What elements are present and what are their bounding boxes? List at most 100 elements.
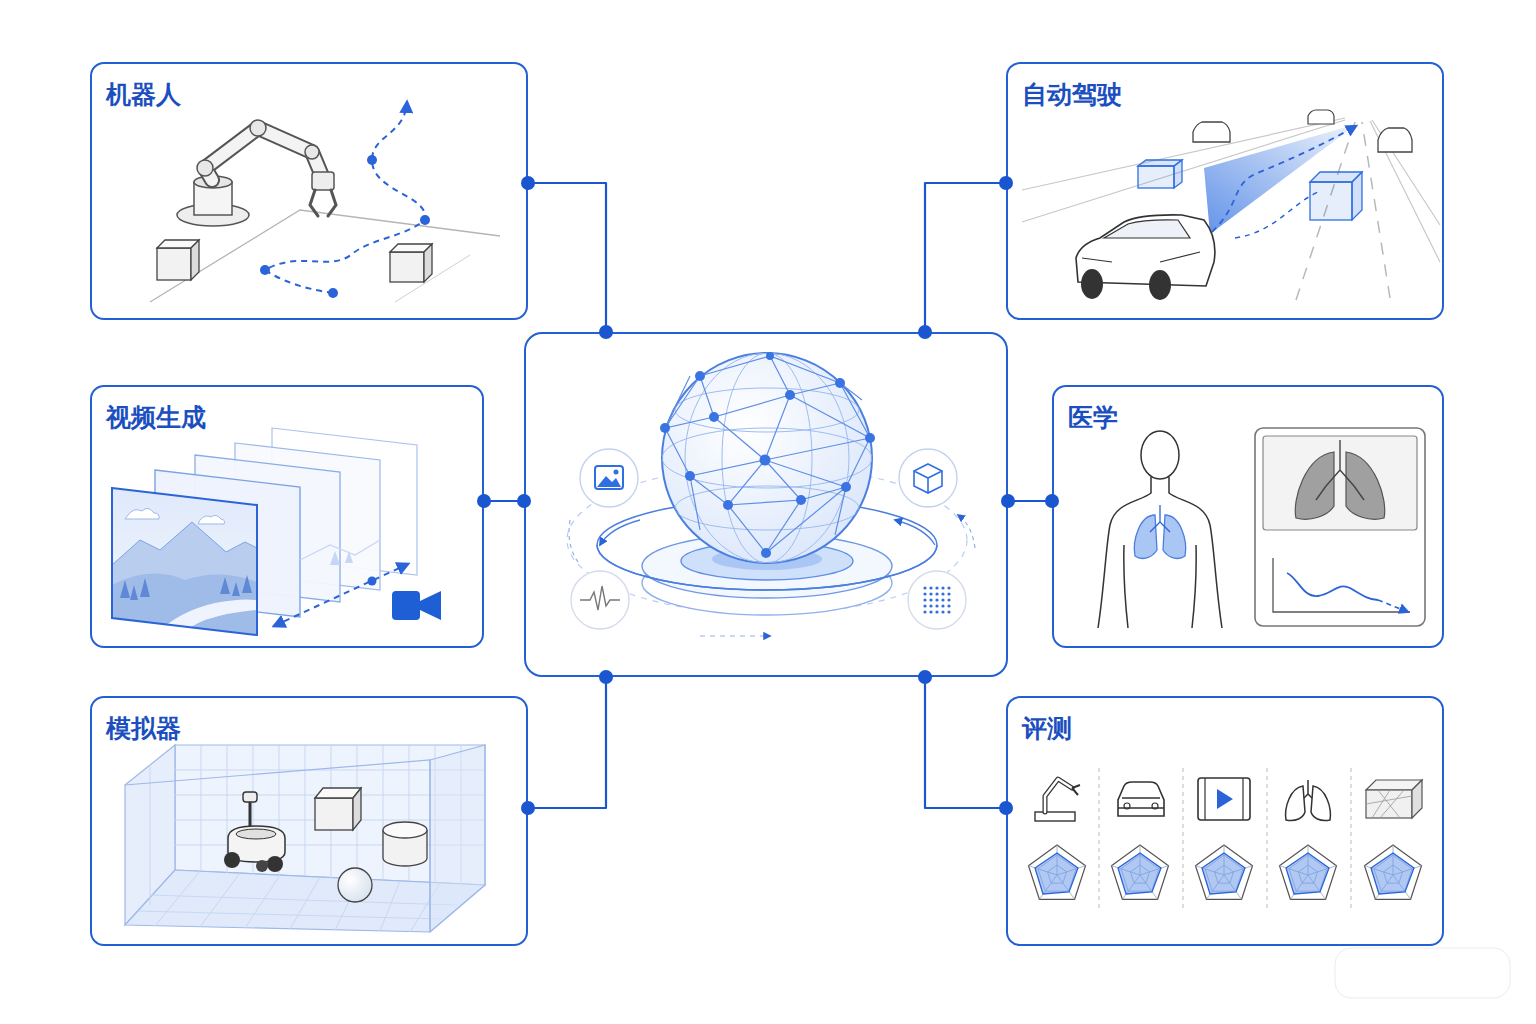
robot-illustration (390, 252, 424, 282)
world-model-illustration (929, 592, 932, 595)
simulator-illustration (138, 765, 455, 932)
robot-illustration (191, 240, 199, 280)
world-model-illustration (600, 520, 640, 545)
world-model-illustration (766, 352, 774, 360)
evaluation-illustration (1366, 790, 1412, 818)
simulator-illustration (228, 826, 285, 862)
evaluation-illustration (1365, 845, 1422, 899)
panel-box: 自动驾驶 (1006, 62, 1444, 320)
video-frames-illustration (112, 522, 257, 640)
video-frames-illustration (368, 577, 377, 586)
medical-illustration (1163, 515, 1186, 558)
world-model-illustration (941, 586, 944, 589)
simulator-illustration (256, 860, 268, 872)
driving-illustration (1138, 160, 1182, 166)
simulator-illustration (236, 829, 276, 839)
connector-dot (1045, 494, 1059, 508)
evaluation-illustration (1118, 798, 1164, 808)
world-model-illustration (914, 464, 942, 493)
video-frames-illustration (125, 508, 225, 524)
world-model-illustration (760, 455, 771, 466)
world-model-illustration (935, 604, 938, 607)
connector-line (1008, 500, 1052, 502)
world-model-illustration (923, 598, 926, 601)
video-frames-illustration (420, 591, 441, 620)
evaluation-illustration (1366, 780, 1422, 790)
world-model-illustration (835, 378, 845, 388)
simulator-illustration (353, 788, 361, 830)
world-model-illustration (660, 423, 670, 433)
panel-box (524, 332, 1008, 677)
world-model-illustration (580, 449, 638, 507)
simulator-illustration (383, 822, 427, 838)
simulator-illustration (315, 798, 353, 830)
driving-illustration (1352, 172, 1362, 220)
world-model-illustration (665, 356, 870, 553)
connector-dot (1001, 494, 1015, 508)
world-model-illustration (597, 500, 937, 590)
evaluation-illustration (1280, 845, 1337, 899)
medical-illustration (1346, 452, 1385, 519)
world-model-illustration (712, 548, 822, 570)
medical-illustration (1295, 452, 1334, 519)
world-model-illustration (722, 353, 812, 563)
simulator-illustration (125, 870, 485, 932)
video-frames-illustration (110, 428, 441, 640)
robot-illustration (150, 210, 500, 302)
driving-illustration (1149, 270, 1171, 300)
video-frames-illustration (272, 428, 417, 575)
driving-illustration (1378, 128, 1412, 152)
medical-illustration (1134, 515, 1157, 558)
world-model-illustration (899, 449, 957, 507)
world-model-illustration (935, 592, 938, 595)
panel-title: 评测 (1022, 713, 1072, 745)
driving-illustration (1082, 252, 1200, 262)
world-model-illustration (567, 466, 967, 614)
video-frames-illustration (110, 485, 260, 640)
evaluation-illustration (1045, 779, 1072, 812)
panel-title: 自动驾驶 (1022, 79, 1122, 111)
robot-illustration (194, 182, 232, 215)
evaluation-illustration (1045, 779, 1072, 812)
world-model-illustration (941, 592, 944, 595)
simulator-illustration (249, 800, 252, 830)
world-model-illustration (958, 515, 975, 548)
robot-illustration (310, 190, 336, 216)
world-model-illustration (685, 353, 849, 563)
connector-dot (918, 325, 932, 339)
evaluation-illustration (1205, 778, 1243, 820)
medical-illustration (1263, 436, 1417, 530)
robot-illustration (150, 102, 500, 302)
evaluation-illustration (1198, 778, 1250, 820)
world-model-illustration (923, 592, 926, 595)
world-model-illustration (865, 433, 875, 443)
medical-illustration (1287, 573, 1378, 600)
video-frames-illustration (274, 564, 408, 626)
simulator-illustration (243, 792, 257, 802)
simulator-illustration (175, 745, 485, 885)
world-model-illustration (597, 476, 621, 487)
world-model-illustration (923, 586, 950, 613)
medical-illustration (1316, 440, 1364, 500)
video-frames-illustration (110, 485, 260, 640)
world-model-illustration (595, 466, 623, 489)
world-model-illustration (941, 598, 944, 601)
world-model-illustration (681, 542, 853, 580)
evaluation-illustration (1035, 812, 1075, 821)
world-model-illustration (695, 371, 705, 381)
world-model-illustration (642, 551, 892, 615)
robot-illustration (194, 176, 232, 188)
world-model-illustration (929, 604, 932, 607)
evaluation-illustration (1286, 786, 1305, 821)
medical-illustration (1255, 428, 1425, 626)
world-model-illustration (761, 548, 771, 558)
world-model-illustration (947, 586, 950, 589)
evaluation-illustration (1412, 780, 1422, 818)
connector-line (925, 183, 1006, 332)
world-model-illustration (662, 353, 872, 563)
connector-dot (477, 494, 491, 508)
world-model-illustration (941, 610, 944, 613)
connector-dot (918, 670, 932, 684)
driving-illustration (1104, 220, 1190, 238)
driving-illustration (1081, 269, 1103, 299)
